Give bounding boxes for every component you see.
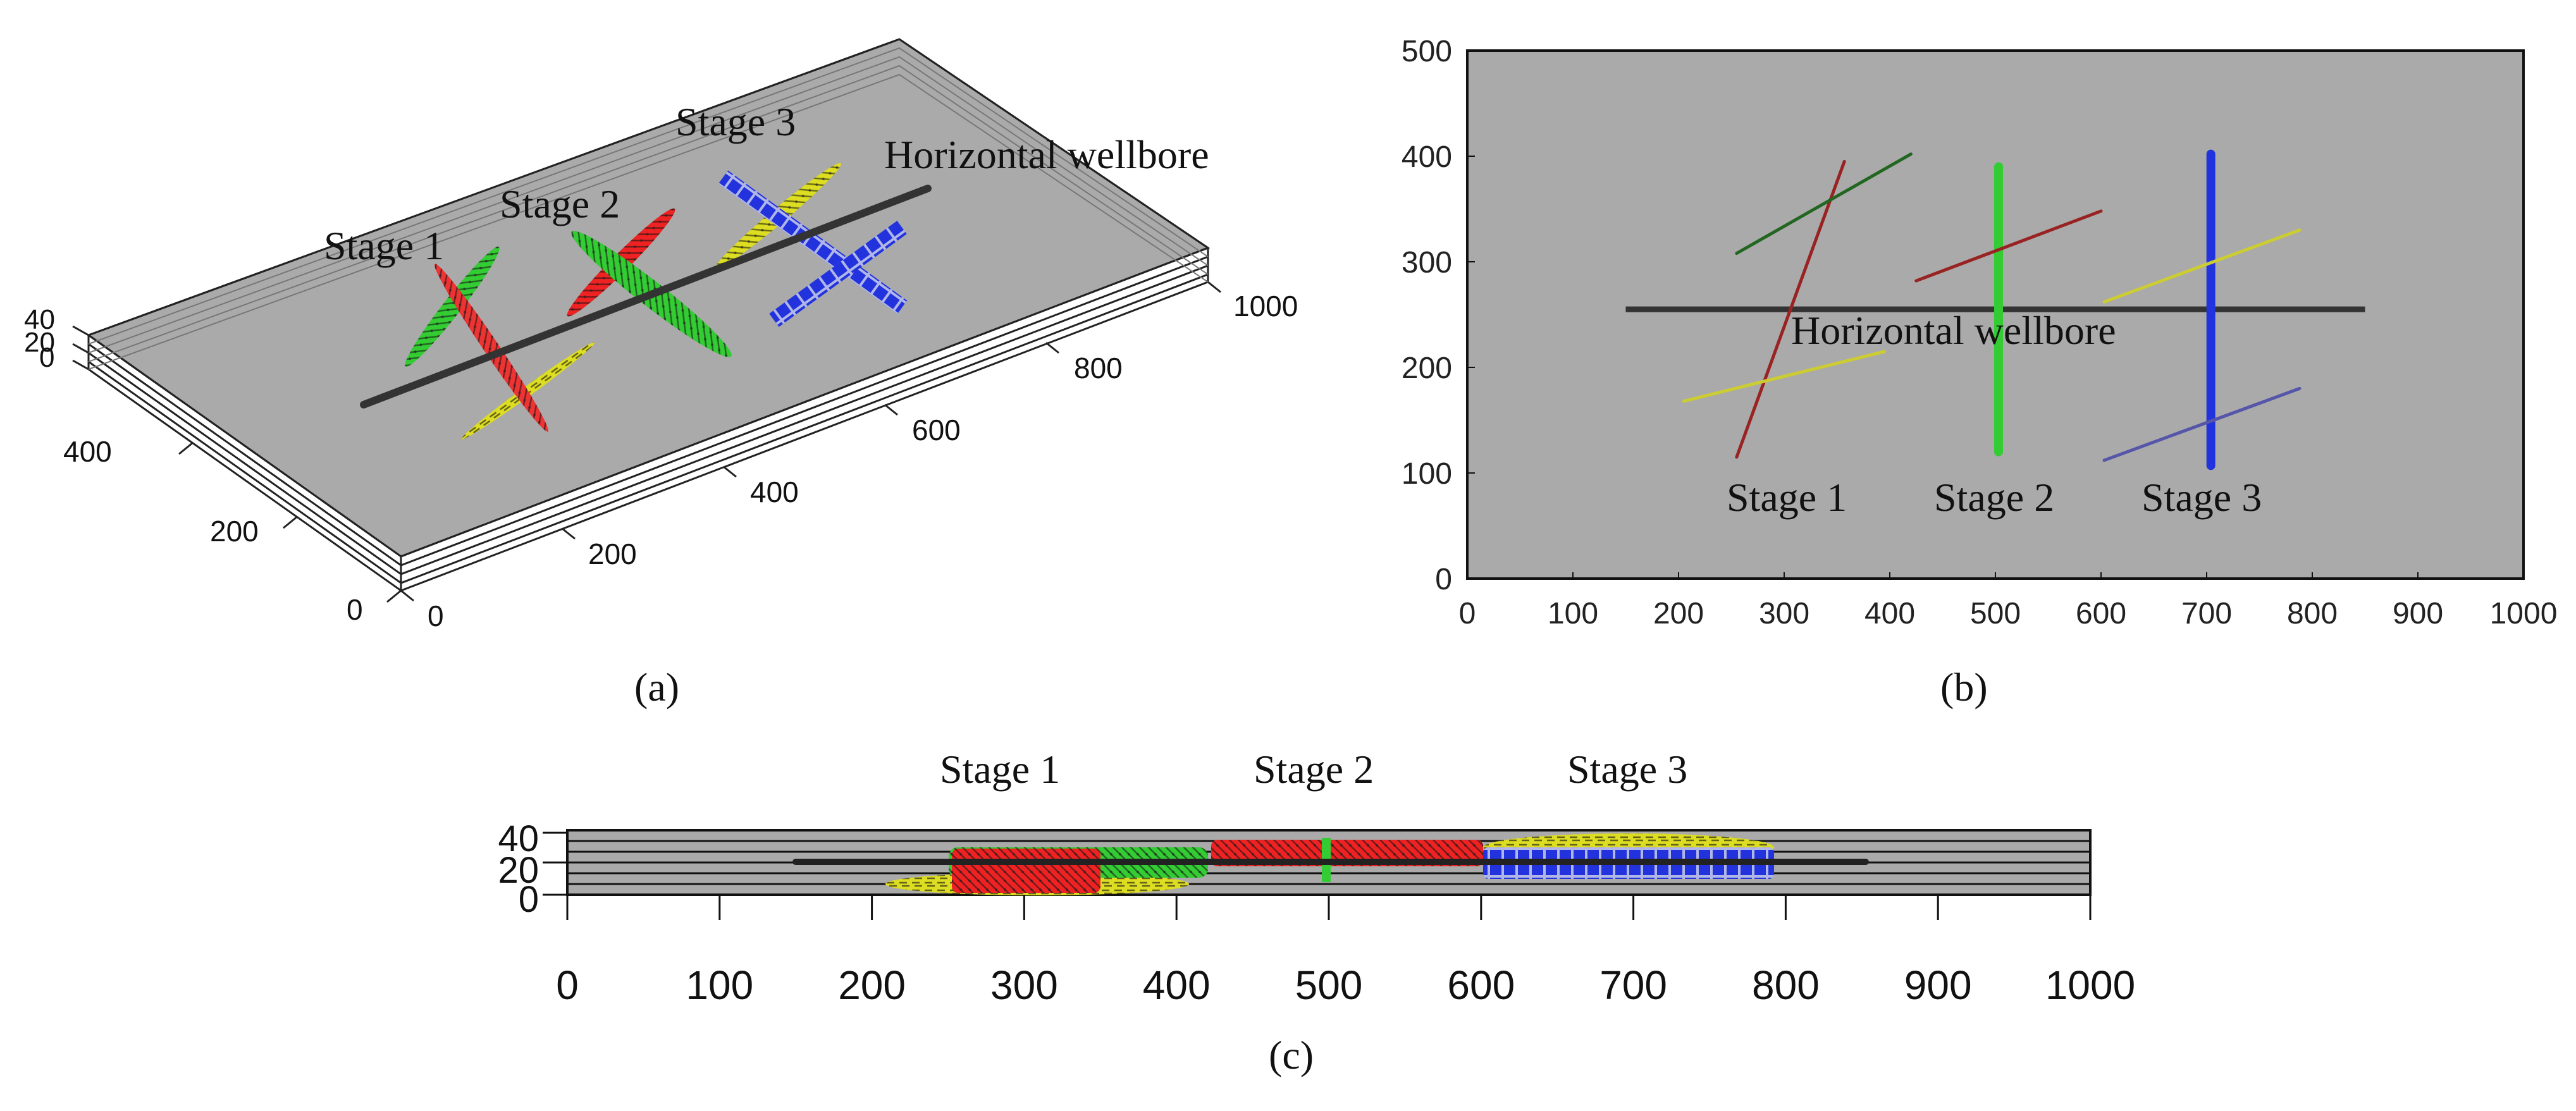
panel-c-x-tick-label: 300 <box>990 962 1058 1008</box>
panel-c-x-tick-label: 400 <box>1143 962 1211 1008</box>
panel-a-box <box>86 38 1211 592</box>
panel-c-z-tick-20: 20 <box>498 850 539 891</box>
panel-a-stage1-label: Stage 1 <box>324 223 444 268</box>
panel-b-y-tick-label: 0 <box>1435 563 1452 596</box>
panel-b-fracture-3 <box>1682 350 1887 403</box>
panel-b-y-tick-label: 300 <box>1402 246 1452 279</box>
panel-a-stage3-label: Stage 3 <box>675 99 796 144</box>
panel-c-x-tick-label: 1000 <box>2045 962 2135 1008</box>
panel-c-z-axis <box>543 832 567 896</box>
panel-b-stage2-label: Stage 2 <box>1934 475 2054 520</box>
panel-a-x-tick-800: 800 <box>1074 352 1123 384</box>
panel-c-z-tick-40: 40 <box>498 818 539 859</box>
panel-a-x-tick-0: 0 <box>428 599 444 632</box>
panel-c-x-tick-label: 500 <box>1295 962 1363 1008</box>
panel-b-x-tick-label: 200 <box>1653 597 1704 630</box>
panel-b-stage1-label: Stage 1 <box>1727 475 1847 520</box>
panel-b-y-tick-label: 100 <box>1402 457 1452 491</box>
panel-b-wellbore-label: Horizontal wellbore <box>1791 308 2116 353</box>
panel-c-x-tick-label: 800 <box>1752 962 1820 1008</box>
panel-c-x-tick-label: 0 <box>556 962 579 1008</box>
panel-b-x-tick-label: 400 <box>1864 597 1915 630</box>
panel-a-wellbore-label: Horizontal wellbore <box>884 132 1209 177</box>
panel-b-fracture-8 <box>2102 386 2302 462</box>
panel-b-x-tick-label: 900 <box>2393 597 2443 630</box>
panel-c: Stage 1 Stage 2 Stage 3 0 20 40 0 100 200 3… <box>498 747 2135 1077</box>
panel-b-x-tick-label: 300 <box>1759 597 1809 630</box>
panel-a: Stage 1 Stage 2 Stage 3 Horizontal wellb… <box>24 38 1298 709</box>
panel-a-x-tick-200: 200 <box>588 537 637 570</box>
panel-c-stage3-label: Stage 3 <box>1567 747 1687 792</box>
panel-b: Horizontal wellbore Stage 1 Stage 2 Stag… <box>1402 35 2557 709</box>
panel-c-caption: (c) <box>1269 1033 1314 1077</box>
panel-b-y-tick-label: 200 <box>1402 352 1452 385</box>
panel-a-y-tick-200: 200 <box>210 515 259 548</box>
panel-c-x-tick-label: 900 <box>1904 962 1972 1008</box>
panel-b-y-tick-label: 400 <box>1402 140 1452 174</box>
panel-a-z-axis <box>72 325 89 371</box>
panel-a-fractures <box>405 163 908 439</box>
panel-c-x-tick-label: 100 <box>686 962 753 1008</box>
panel-b-fracture-7 <box>2102 228 2302 304</box>
panel-b-fracture-1 <box>1735 159 1846 459</box>
panel-b-y-tick-label: 500 <box>1402 35 1452 68</box>
panel-a-x-tick-400: 400 <box>750 476 799 508</box>
panel-b-x-axis: 0 100 200 300 400 500 600 700 800 900 1000 <box>1459 572 2558 630</box>
panel-c-stage2-label: Stage 2 <box>1254 747 1374 792</box>
panel-a-z-tick-0: 0 <box>39 342 54 373</box>
panel-a-y-tick-0: 0 <box>347 593 363 626</box>
panel-b-x-tick-label: 700 <box>2181 597 2232 630</box>
panel-c-stage1-label: Stage 1 <box>940 747 1060 792</box>
panel-c-x-tick-label: 200 <box>838 962 906 1008</box>
panel-a-x-tick-1000: 1000 <box>1233 290 1298 322</box>
panel-a-z-tick-20: 20 <box>24 327 55 358</box>
panel-c-z-tick-0: 0 <box>519 879 539 920</box>
panel-a-wellbore <box>360 185 932 408</box>
panel-c-x-tick-label: 700 <box>1599 962 1667 1008</box>
panel-b-x-tick-label: 800 <box>2287 597 2338 630</box>
panel-b-x-tick-label: 0 <box>1459 597 1476 630</box>
panel-b-fracture-2 <box>1735 152 1913 255</box>
panel-b-x-tick-label: 100 <box>1548 597 1598 630</box>
panel-b-y-axis: 0 100 200 300 400 500 <box>1402 35 1475 596</box>
panel-b-stage3-label: Stage 3 <box>2142 475 2262 520</box>
panel-a-y-axis <box>178 441 402 603</box>
panel-b-caption: (b) <box>1940 665 1988 709</box>
panel-b-x-tick-label: 600 <box>2076 597 2126 630</box>
panel-a-y-tick-400: 400 <box>63 435 112 468</box>
panel-b-fracture-5 <box>1914 209 2103 283</box>
panel-a-stage2-label: Stage 2 <box>500 181 620 226</box>
panel-c-x-tick-label: 600 <box>1447 962 1515 1008</box>
panel-c-x-axis: 0 100 200 300 400 500 600 700 800 900 1000 <box>556 895 2135 1008</box>
panel-b-marks <box>1625 149 2365 470</box>
panel-a-x-tick-600: 600 <box>912 414 961 446</box>
panel-a-z-tick-40: 40 <box>24 304 55 335</box>
panel-b-x-tick-label: 1000 <box>2490 597 2558 630</box>
panel-b-x-tick-label: 500 <box>1970 597 2021 630</box>
panel-a-x-axis <box>400 281 1221 602</box>
panel-a-caption: (a) <box>634 665 679 709</box>
